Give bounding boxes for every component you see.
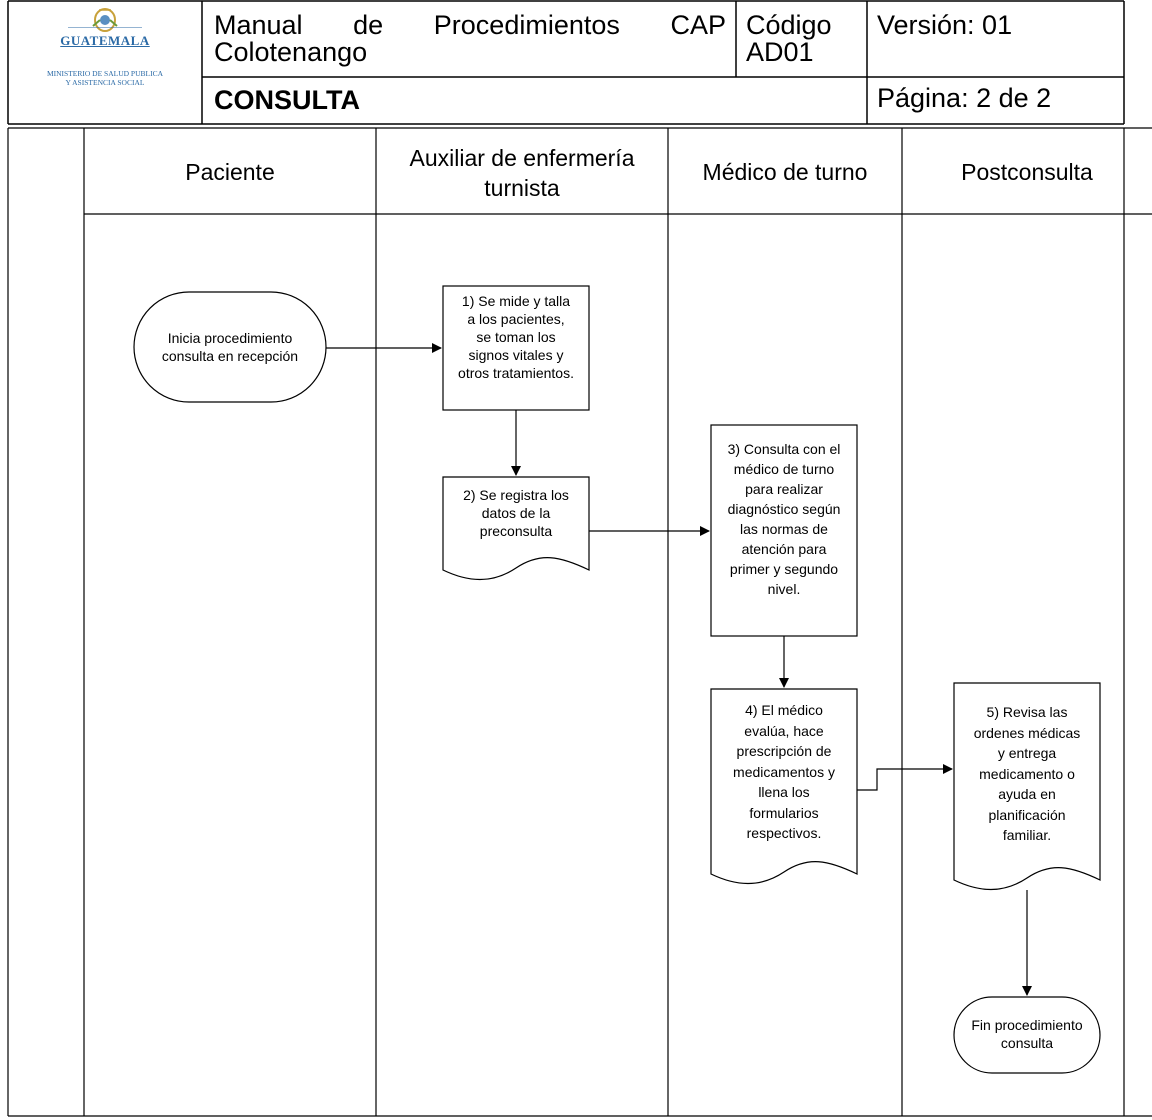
node-line: preconsulta [479,523,553,539]
lane-title-auxiliar: Auxiliar de enfermería turnista [376,143,668,203]
end-terminator [953,996,1101,1074]
node-line: medicamento o [979,765,1075,782]
node-line: consulta en recepción [161,348,299,364]
node-line: diagnóstico según [727,501,841,517]
node-line: prescripción de [736,743,832,759]
codigo-label: Código [746,10,832,40]
step1-text: 1) Se mide y talla a los pacientes, se t… [443,292,589,382]
step3-text: 3) Consulta con el médico de turno para … [711,439,857,599]
logo-country: GUATEMALA [60,33,150,48]
node-line: medicamentos y [733,763,835,780]
step2-document-shape [442,476,590,580]
codigo-value: AD01 [746,37,814,67]
lane-title-postconsulta: Postconsulta [902,157,1152,187]
logo-ministry: MINISTERIO DE SALUD PUBLICA Y ASISTENCIA… [8,69,202,87]
manual-title-line1: Manual de Procedimientos CAP [214,10,726,40]
node-line: a los pacientes, [467,311,565,327]
node-line: 2) Se registra los [463,487,569,503]
node-line: llena los [758,784,810,800]
step1-process-box [442,285,590,411]
step4-document-shape [710,688,858,884]
node-line: familiar. [1002,827,1052,843]
start-node-text: Inicia procedimiento consulta en recepci… [134,329,326,365]
node-line: consulta [1000,1035,1054,1051]
node-line: Inicia procedimiento [167,330,293,346]
header-grid [7,0,1125,125]
node-line: se toman los [476,329,556,345]
step5-document-shape [953,682,1101,890]
node-line: nivel. [767,581,801,597]
step2-text: 2) Se registra los datos de la preconsul… [443,486,589,540]
node-line: evalúa, hace [744,722,824,739]
node-line: 4) El médico [745,702,823,718]
swimlane-grid [7,127,1152,1117]
lane-title-line: Paciente [185,159,275,185]
node-line: médico de turno [733,461,835,477]
node-line: primer y segundo [729,561,839,577]
coat-of-arms-icon [92,8,118,32]
node-line: atención para [741,541,827,557]
node-line: datos de la [481,505,551,521]
node-line: signos vitales y [468,347,564,363]
node-line: 5) Revisa las [986,704,1068,720]
node-line: y entrega [997,745,1057,761]
start-terminator [133,291,327,403]
node-line: para realizar [745,481,823,497]
logo: GUATEMALA MINISTERIO DE SALUD PUBLICA Y … [8,0,202,126]
logo-ministry-line2: Y ASISTENCIA SOCIAL [65,78,145,87]
page-number: Página: 2 de 2 [877,83,1052,113]
node-line: ordenes médicas [973,724,1081,741]
manual-title-line2: Colotenango [214,37,368,67]
node-line: 3) Consulta con el [727,441,841,457]
lane-title-medico: Médico de turno [668,157,902,187]
lane-title-paciente: Paciente [84,157,376,187]
node-line: formularios [749,804,819,821]
lane-title-line: Postconsulta [961,159,1093,185]
step4-text: 4) El médico evalúa, hace prescripción d… [711,700,857,844]
node-line: las normas de [740,521,828,537]
step3-process-box [710,424,858,637]
logo-ministry-line1: MINISTERIO DE SALUD PUBLICA [46,69,164,78]
node-line: otros tratamientos. [458,365,574,381]
document-header: GUATEMALA MINISTERIO DE SALUD PUBLICA Y … [0,0,1152,126]
end-node-text: Fin procedimiento consulta [954,1016,1100,1052]
node-line: planificación [988,806,1066,823]
lane-title-line: Auxiliar de enfermería [409,145,635,171]
node-line: ayuda en [998,786,1056,802]
step5-text: 5) Revisa las ordenes médicas y entrega … [954,702,1100,846]
version-label: Versión: 01 [877,10,1013,40]
node-line: Fin procedimiento [971,1017,1083,1033]
node-line: respectivos. [746,825,822,841]
lane-title-line: Médico de turno [702,159,868,185]
arrow-step4-to-step5 [857,764,953,791]
section-title: CONSULTA [214,85,360,115]
node-line: 1) Se mide y talla [461,293,571,309]
lane-title-line: turnista [484,175,560,201]
